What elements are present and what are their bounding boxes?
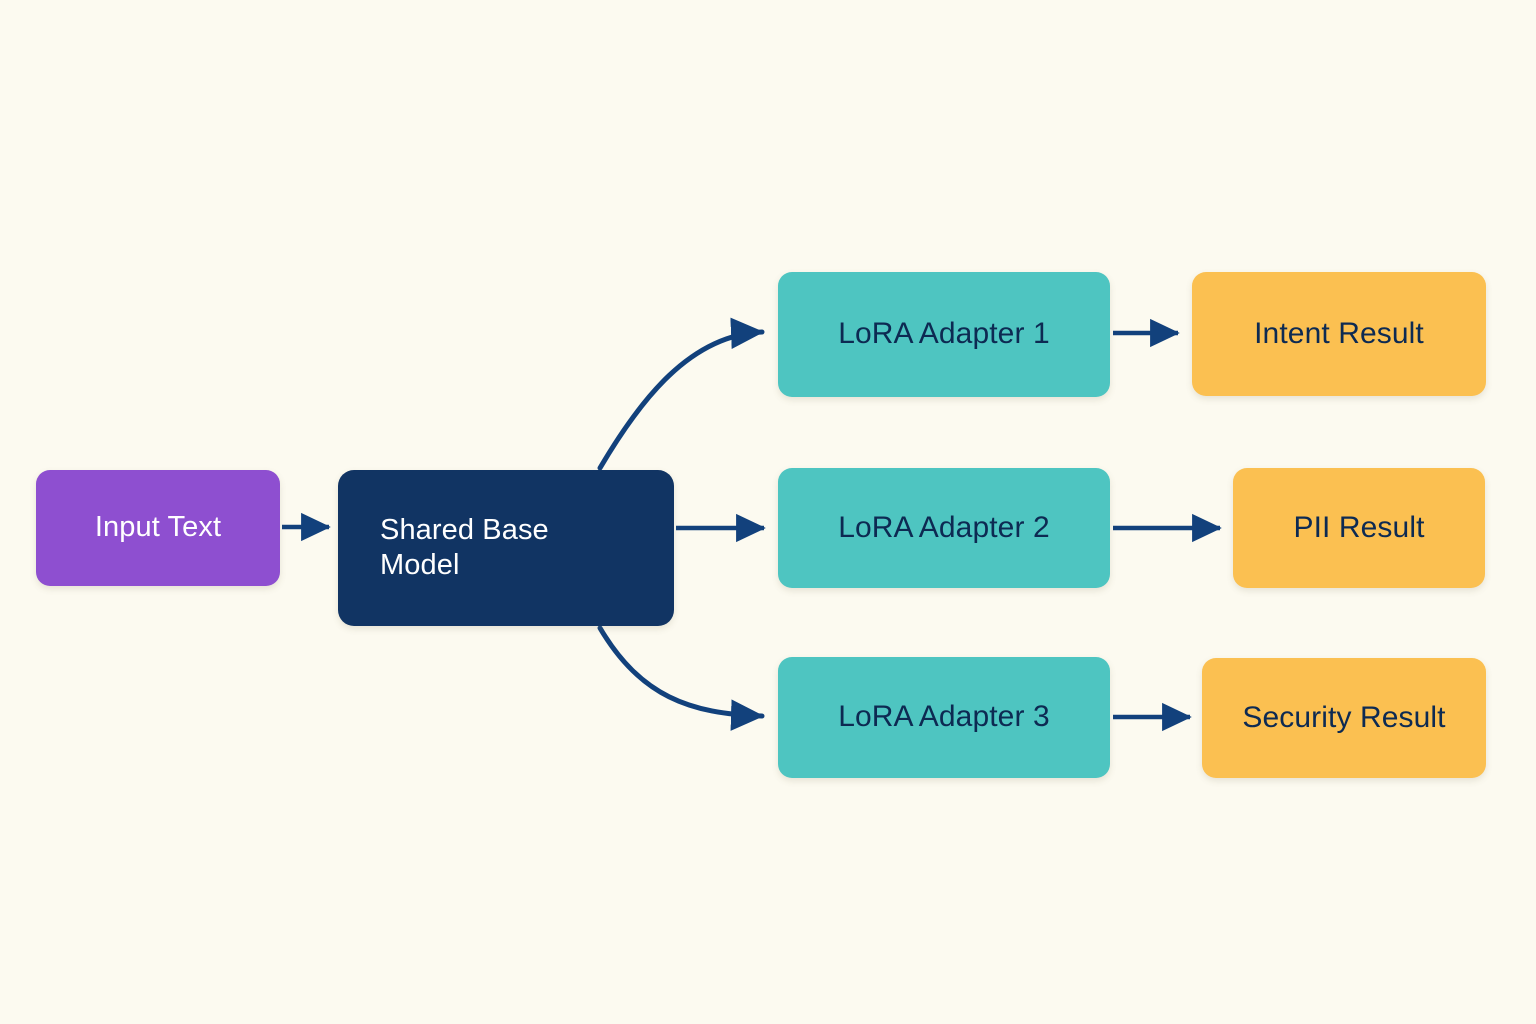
node-pii-result-label: PII Result bbox=[1293, 510, 1425, 544]
node-input-text-label: Input Text bbox=[94, 511, 222, 544]
node-intent-result[interactable]: Intent Result bbox=[1192, 272, 1486, 396]
edge-base-to-adapter-1 bbox=[597, 317, 765, 471]
node-shared-base-model-label: Shared Base Model bbox=[380, 513, 549, 581]
node-lora-adapter-3-label: LoRA Adapter 3 bbox=[838, 700, 1050, 734]
node-security-result[interactable]: Security Result bbox=[1202, 658, 1486, 778]
node-lora-adapter-2[interactable]: LoRA Adapter 2 bbox=[778, 468, 1110, 588]
node-pii-result[interactable]: PII Result bbox=[1233, 468, 1485, 588]
node-lora-adapter-3[interactable]: LoRA Adapter 3 bbox=[778, 657, 1110, 778]
edge-base-to-adapter-3 bbox=[597, 625, 765, 731]
node-input-text[interactable]: Input Text bbox=[36, 470, 280, 586]
node-lora-adapter-2-label: LoRA Adapter 2 bbox=[838, 510, 1050, 544]
node-lora-adapter-1[interactable]: LoRA Adapter 1 bbox=[778, 272, 1110, 397]
node-security-result-label: Security Result bbox=[1242, 700, 1446, 734]
node-intent-result-label: Intent Result bbox=[1254, 316, 1424, 350]
node-lora-adapter-1-label: LoRA Adapter 1 bbox=[838, 317, 1050, 351]
node-shared-base-model[interactable]: Shared Base Model bbox=[338, 470, 674, 626]
